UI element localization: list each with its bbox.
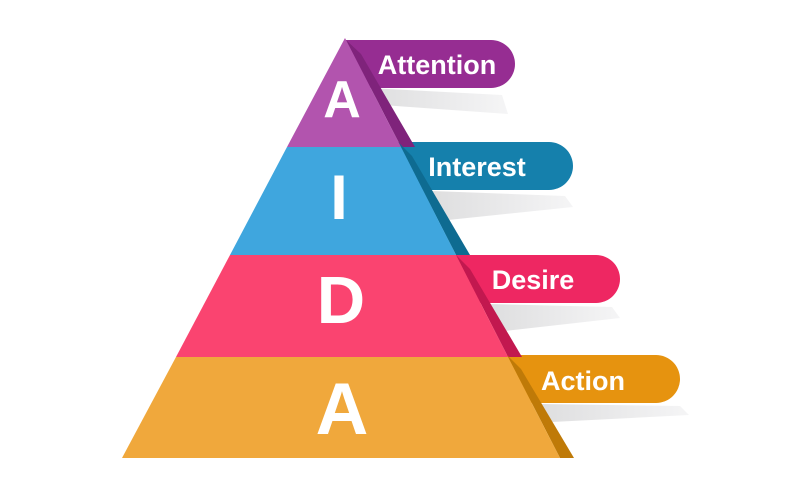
band-letter-interest: I xyxy=(330,163,348,233)
ribbon-shadow-action xyxy=(540,404,689,422)
pyramid-band-attention xyxy=(287,38,401,147)
band-letter-attention: A xyxy=(323,71,361,129)
ribbon-pill-interest xyxy=(395,142,573,190)
ribbon-fold-desire xyxy=(456,255,522,357)
pyramid-band-action xyxy=(122,357,560,458)
ribbon-fold-action xyxy=(507,355,574,458)
ribbon-pill-action xyxy=(505,355,680,403)
ribbon-pill-attention xyxy=(345,40,515,88)
ribbon-label-action: Action xyxy=(541,366,625,396)
ribbon-label-desire: Desire xyxy=(492,265,575,295)
pyramid-band-desire xyxy=(176,255,508,357)
ribbon-shadow-desire xyxy=(490,304,620,331)
ribbon-shadow-attention xyxy=(368,88,508,114)
pyramid-band-interest xyxy=(230,147,456,255)
ribbon-fold-interest xyxy=(398,142,470,255)
ribbon-label-interest: Interest xyxy=(428,152,526,182)
band-letter-desire: D xyxy=(317,263,365,338)
ribbon-shadow-interest xyxy=(432,191,573,220)
ribbon-label-attention: Attention xyxy=(378,50,496,80)
band-letter-action: A xyxy=(316,369,369,450)
ribbon-pill-desire xyxy=(450,255,620,303)
ribbon-fold-attention xyxy=(346,40,415,147)
